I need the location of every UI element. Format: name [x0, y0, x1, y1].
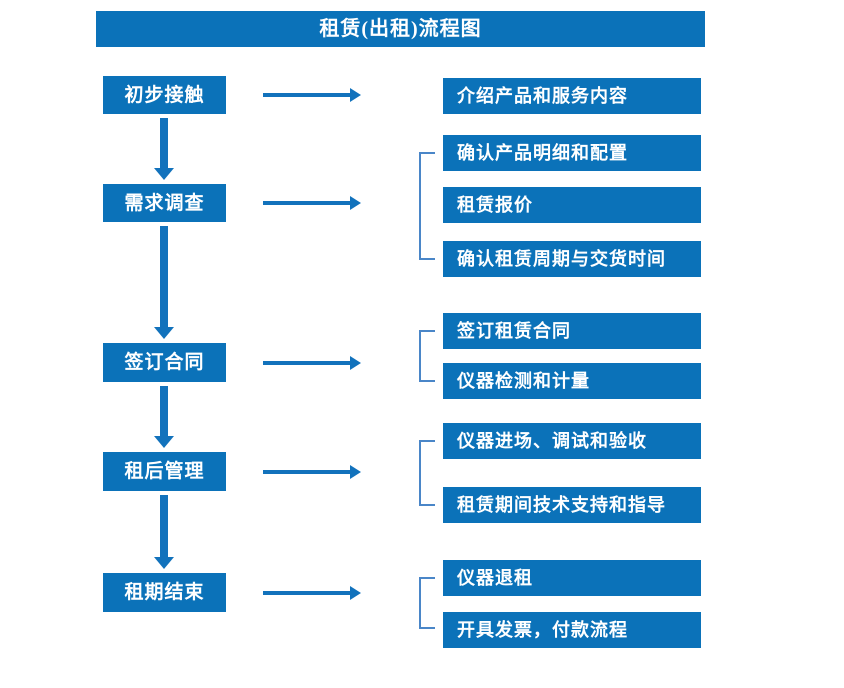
stage-connector-arrow-3 — [152, 386, 176, 448]
group-bracket-contract — [419, 330, 435, 382]
stage-connector-arrow-4 — [152, 495, 176, 569]
group-bracket-termination — [419, 577, 435, 629]
stage-to-detail-arrow-1 — [263, 88, 361, 102]
group-bracket-requirements — [419, 152, 435, 260]
stage-connector-arrow-1 — [152, 118, 176, 180]
detail-box-4[interactable]: 确认租赁周期与交货时间 — [443, 241, 701, 277]
detail-box-10[interactable]: 开具发票，付款流程 — [443, 612, 701, 648]
stage-box-5[interactable]: 租期结束 — [103, 573, 226, 612]
stage-box-2[interactable]: 需求调查 — [103, 184, 226, 222]
stage-to-detail-arrow-4 — [263, 465, 361, 479]
detail-box-2[interactable]: 确认产品明细和配置 — [443, 135, 701, 171]
group-bracket-management — [419, 440, 435, 506]
detail-box-3[interactable]: 租赁报价 — [443, 187, 701, 223]
detail-box-7[interactable]: 仪器进场、调试和验收 — [443, 423, 701, 459]
stage-to-detail-arrow-5 — [263, 586, 361, 600]
stage-box-3[interactable]: 签订合同 — [103, 343, 226, 382]
stage-connector-arrow-2 — [152, 226, 176, 339]
detail-box-5[interactable]: 签订租赁合同 — [443, 313, 701, 349]
detail-box-8[interactable]: 租赁期间技术支持和指导 — [443, 487, 701, 523]
stage-to-detail-arrow-3 — [263, 356, 361, 370]
detail-box-6[interactable]: 仪器检测和计量 — [443, 363, 701, 399]
stage-box-4[interactable]: 租后管理 — [103, 452, 226, 491]
stage-box-1[interactable]: 初步接触 — [103, 76, 226, 114]
page-title: 租赁(出租)流程图 — [96, 11, 705, 47]
detail-box-1[interactable]: 介绍产品和服务内容 — [443, 78, 701, 114]
detail-box-9[interactable]: 仪器退租 — [443, 560, 701, 596]
stage-to-detail-arrow-2 — [263, 196, 361, 210]
